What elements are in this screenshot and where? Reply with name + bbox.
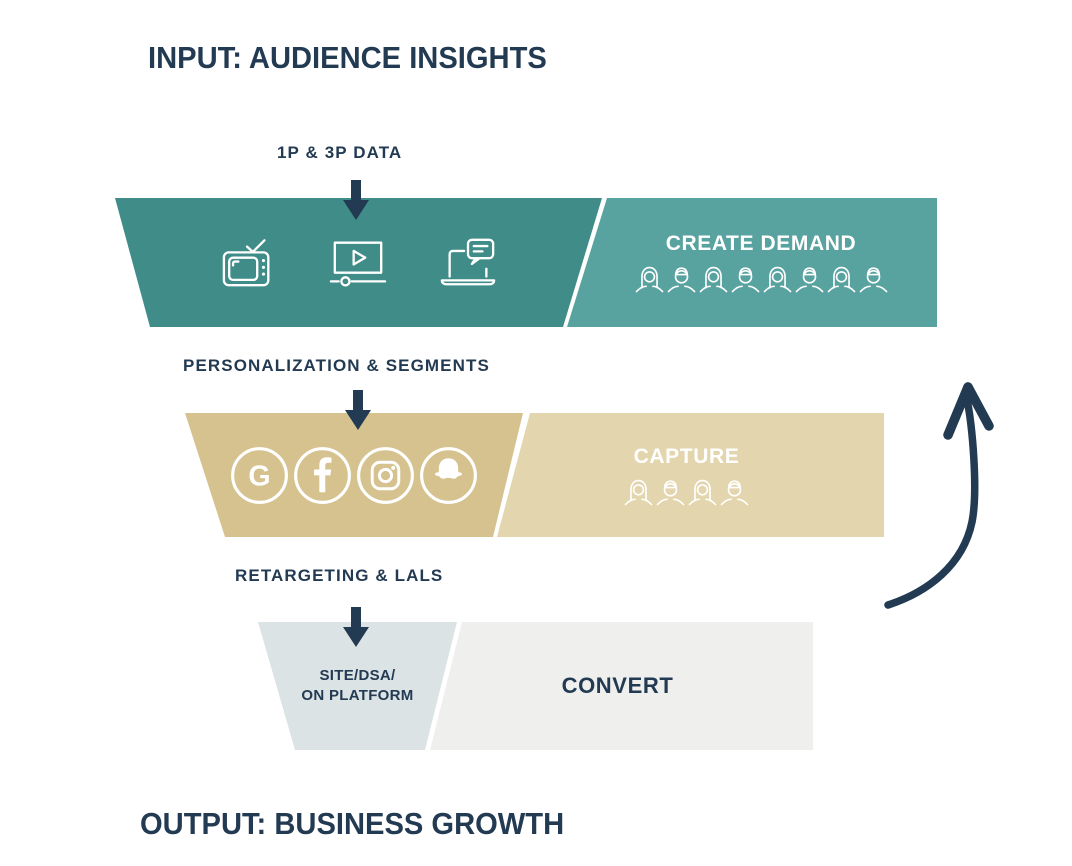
facebook-icon (292, 445, 353, 506)
stage2-name: CAPTURE (633, 444, 740, 468)
stage3-channel-text-line1: SITE/DSA/ (319, 667, 396, 684)
stage3-name-panel: CONVERT (430, 622, 813, 750)
stage1-audience-icons (635, 263, 888, 293)
person-female-icon (699, 263, 728, 293)
person-female-icon (763, 263, 792, 293)
google-icon: G (229, 445, 290, 506)
stage3-input-label: RETARGETING & LALS (235, 566, 444, 585)
person-male-icon (795, 263, 824, 293)
stage3-name: CONVERT (561, 673, 674, 698)
stage1-input-label: 1P & 3P DATA (277, 143, 403, 162)
svg-text:G: G (248, 460, 270, 492)
tv-check-icon (221, 237, 277, 289)
laptop-chat-icon (439, 237, 497, 289)
person-male-icon (720, 476, 749, 506)
down-arrow-icon (343, 607, 369, 647)
person-male-icon (731, 263, 760, 293)
down-arrow-icon (345, 390, 371, 430)
stage2-input-label: PERSONALIZATION & SEGMENTS (183, 356, 490, 375)
curved-up-arrow-icon (884, 382, 994, 609)
stage1-name: CREATE DEMAND (665, 232, 857, 255)
person-female-icon (635, 263, 664, 293)
stage1-name-panel: CREATE DEMAND (567, 198, 937, 327)
down-arrow-icon (343, 180, 369, 220)
person-male-icon (859, 263, 888, 293)
output-title: OUTPUT: BUSINESS GROWTH (140, 806, 565, 841)
person-female-icon (688, 476, 717, 506)
snapchat-icon (418, 445, 479, 506)
person-female-icon (827, 263, 856, 293)
stage2-channels-panel: G (185, 413, 523, 537)
person-female-icon (624, 476, 653, 506)
instagram-icon (355, 445, 416, 506)
person-male-icon (667, 263, 696, 293)
stage2-name-panel: CAPTURE (497, 413, 884, 537)
stage1-channels-panel (115, 198, 602, 327)
stage2-audience-icons (624, 476, 749, 506)
stage3-channel-text-line2: ON PLATFORM (301, 687, 414, 704)
video-player-icon (329, 237, 387, 289)
person-male-icon (656, 476, 685, 506)
input-title: INPUT: AUDIENCE INSIGHTS (148, 40, 547, 75)
